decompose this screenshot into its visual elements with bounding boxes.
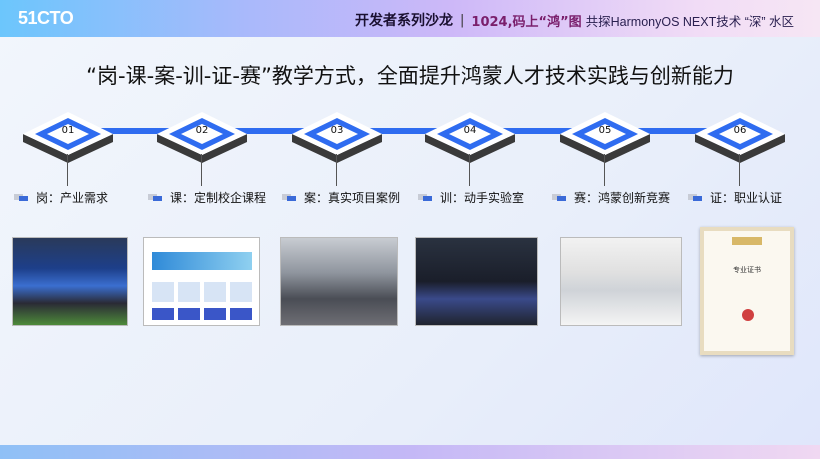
connector-line xyxy=(604,154,605,186)
step-label-06: 证：职业认证 xyxy=(688,189,782,206)
step-number: 04 xyxy=(463,125,477,136)
connector-line xyxy=(739,154,740,186)
event-subtitle: 共探HarmonyOS NEXT技术 “深” 水区 xyxy=(585,14,794,29)
step-label-text: 训：动手实验室 xyxy=(440,191,525,205)
diamond-icon xyxy=(425,112,515,163)
bullet-icon xyxy=(148,194,162,201)
step-diamond-02: 02 xyxy=(155,110,249,190)
bullet-icon xyxy=(282,194,296,201)
connector-line xyxy=(201,154,202,186)
step-number: 05 xyxy=(598,125,612,136)
step-label-text: 案：真实项目案例 xyxy=(304,191,401,205)
bullet-icon xyxy=(14,194,28,201)
step-number: 01 xyxy=(61,125,75,136)
series-title: 开发者系列沙龙 xyxy=(355,13,454,29)
screenshot-course-platform xyxy=(143,237,260,326)
step-diamond-01: 01 xyxy=(21,110,115,190)
header-bar: 51CTO 开发者系列沙龙 | 1024,码上“鸿”图 共探HarmonyOS … xyxy=(0,0,820,37)
bullet-icon xyxy=(418,194,432,201)
logo: 51CTO xyxy=(18,8,74,28)
connector-line xyxy=(67,154,68,186)
bullet-icon xyxy=(688,194,702,201)
footer-bar xyxy=(0,445,820,459)
diamond-icon xyxy=(560,112,650,163)
step-number: 02 xyxy=(195,125,209,136)
step-label-02: 课：定制校企课程 xyxy=(148,189,266,206)
step-label-text: 证：职业认证 xyxy=(710,191,783,205)
step-label-text: 岗：产业需求 xyxy=(36,191,109,205)
diamond-icon xyxy=(23,112,113,163)
bullet-icon xyxy=(552,194,566,201)
step-number: 06 xyxy=(733,125,747,136)
photo-competition xyxy=(560,237,682,326)
step-label-03: 案：真实项目案例 xyxy=(282,189,400,206)
diamond-icon xyxy=(292,112,382,163)
step-label-01: 岗：产业需求 xyxy=(14,189,108,206)
photo-ceremony xyxy=(12,237,128,326)
slide-title: “岗-课-案-训-证-赛”教学方式，全面提升鸿蒙人才技术实践与创新能力 xyxy=(86,64,734,88)
photo-robot-lab xyxy=(415,237,538,326)
step-diamond-05: 05 xyxy=(558,110,652,190)
divider: | xyxy=(460,12,465,28)
event-title: 1024,码上“鸿”图 xyxy=(471,14,582,30)
connector-line xyxy=(469,154,470,186)
step-label-text: 赛：鸿蒙创新竞赛 xyxy=(574,191,671,205)
timeline-line xyxy=(68,128,740,134)
certificate-title: 专业证书 xyxy=(733,266,761,274)
step-diamond-03: 03 xyxy=(290,110,384,190)
certificate-image: 专业证书 xyxy=(700,227,794,355)
step-number: 03 xyxy=(330,125,344,136)
photo-classroom xyxy=(280,237,398,326)
step-label-05: 赛：鸿蒙创新竞赛 xyxy=(552,189,670,206)
step-label-04: 训：动手实验室 xyxy=(418,189,524,206)
step-label-text: 课：定制校企课程 xyxy=(170,191,267,205)
diamond-icon xyxy=(157,112,247,163)
diamond-icon xyxy=(695,112,785,163)
connector-line xyxy=(336,154,337,186)
step-diamond-06: 06 xyxy=(693,110,787,190)
step-diamond-04: 04 xyxy=(423,110,517,190)
